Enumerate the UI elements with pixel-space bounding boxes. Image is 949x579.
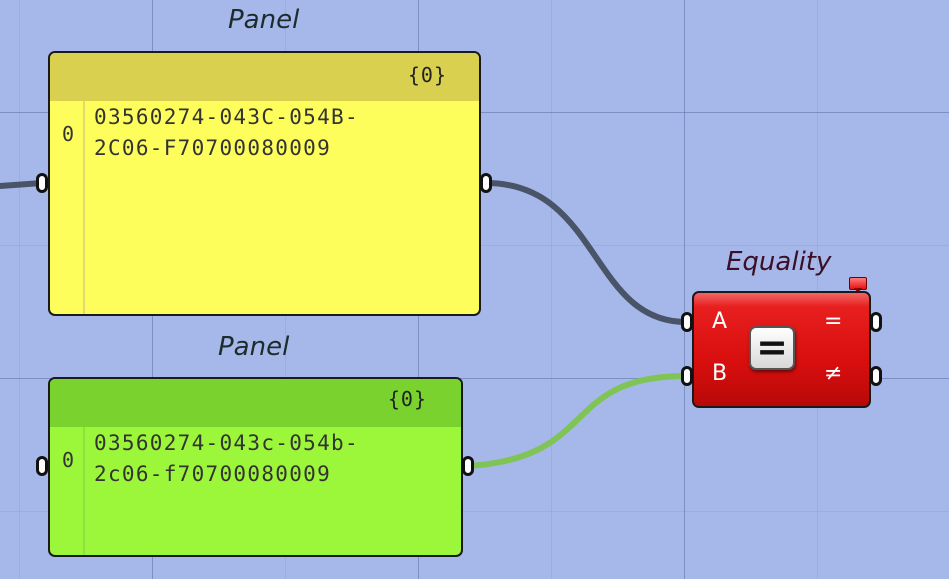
panel-bottom-output-grip[interactable] (462, 456, 474, 476)
panel-top-index: 0 (62, 122, 75, 146)
panel-bottom-text[interactable]: 03560274-043c-054b- 2c06-f70700080009 (94, 431, 359, 486)
panel-bottom-gutter (83, 427, 85, 555)
panel-bottom[interactable]: {0} 0 03560274-043c-054b- 2c06-f70700080… (48, 377, 463, 557)
panel-top[interactable]: {0} 0 03560274-043C-054B- 2C06-F70700080… (48, 51, 481, 316)
incoming-wire[interactable] (0, 180, 45, 189)
input-b-label: B (712, 361, 728, 386)
equality-component[interactable]: A B = = ≠ (692, 291, 871, 408)
panel-top-text[interactable]: 03560274-043C-054B- 2C06-F70700080009 (94, 105, 359, 160)
panel-top-output-grip[interactable] (480, 173, 492, 193)
equality-title: Equality (726, 247, 832, 277)
wire-panel-bottom-to-input-b[interactable] (465, 373, 689, 469)
output-equal-grip[interactable] (870, 312, 882, 332)
panel-bottom-header: {0} (50, 379, 461, 427)
output-not-equal-label: ≠ (824, 361, 843, 386)
panel-bottom-input-grip[interactable] (36, 456, 48, 476)
panel-bottom-index: 0 (62, 448, 75, 472)
output-equal-label: = (824, 309, 843, 334)
input-b-grip[interactable] (681, 366, 693, 386)
output-not-equal-grip[interactable] (870, 366, 882, 386)
equality-icon: = (749, 326, 795, 370)
panel-top-input-grip[interactable] (36, 173, 48, 193)
warning-flag-tip (854, 288, 862, 293)
panel-top-gutter (83, 101, 85, 314)
panel-bottom-title: Panel (218, 332, 290, 362)
wire-panel-top-to-input-a[interactable] (483, 180, 689, 325)
panel-top-title: Panel (228, 5, 300, 35)
panel-bottom-path: {0} (387, 387, 427, 411)
panel-top-path: {0} (407, 63, 447, 87)
input-a-label: A (712, 309, 728, 334)
input-a-grip[interactable] (681, 312, 693, 332)
panel-top-header: {0} (50, 53, 479, 101)
